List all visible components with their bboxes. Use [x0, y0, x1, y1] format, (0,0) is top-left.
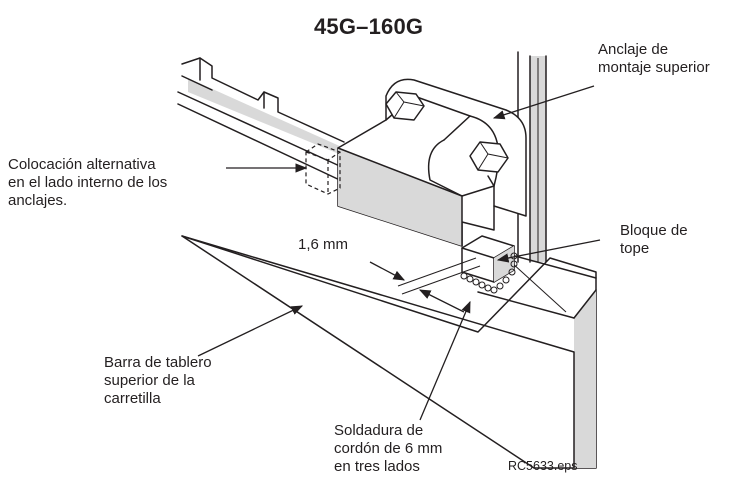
leader-stop-block [496, 239, 601, 263]
diagram-title: 45G–160G [314, 14, 424, 39]
label-alternative-position: Colocación alternativa en el lado intern… [8, 156, 168, 209]
upper-carriage-bar [177, 57, 345, 183]
alternative-position-outline [305, 143, 341, 195]
leader-weld [419, 300, 471, 421]
label-stop-block: Bloque de tope [620, 222, 688, 257]
leader-upper-anchor [492, 85, 595, 120]
leader-bar [197, 305, 304, 357]
label-weld: Soldadura de cordón de 6 mm en tres lado… [334, 422, 443, 475]
upper-mounting-anchor [337, 78, 527, 247]
label-upper-anchor: Anclaje de montaje superior [598, 41, 710, 76]
label-gap: 1,6 mm [298, 236, 349, 253]
file-name: RC5633.eps [508, 459, 578, 473]
weld-bead [460, 252, 518, 294]
label-carriage-bar: Barra de tablero superior de la carretil… [104, 354, 212, 407]
carriage-bar [181, 235, 597, 469]
gap-dimension [369, 257, 481, 313]
stop-block [460, 235, 518, 294]
